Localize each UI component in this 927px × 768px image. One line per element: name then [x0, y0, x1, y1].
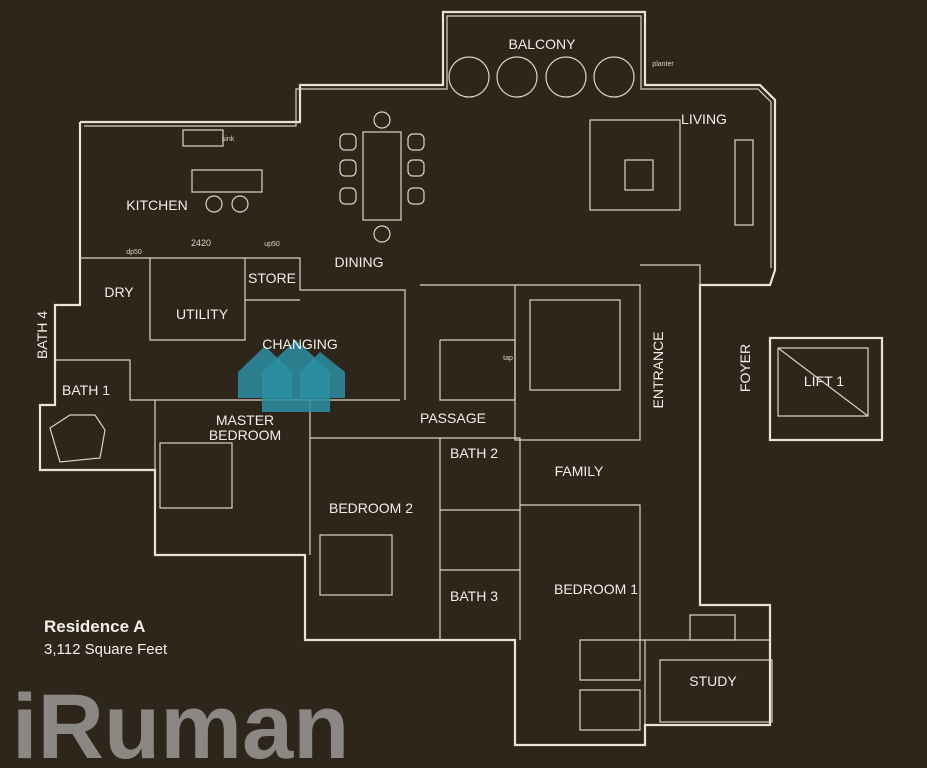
- room-passage: PASSAGE: [420, 410, 486, 426]
- outer-walls: [38, 10, 884, 747]
- room-family: FAMILY: [555, 463, 604, 479]
- dp50-label: dp50: [126, 249, 142, 256]
- room-dining: DINING: [335, 254, 384, 270]
- furniture: [49, 56, 773, 731]
- room-bath4: BATH 4: [34, 311, 50, 359]
- planter-label: planter: [652, 61, 674, 68]
- room-store: STORE: [248, 270, 296, 286]
- room-balcony: BALCONY: [509, 36, 577, 52]
- room-changing: CHANGING: [262, 336, 337, 352]
- room-kitchen: KITCHEN: [126, 197, 187, 213]
- room-master-bedroom-line1: MASTER: [216, 412, 274, 428]
- annotations: 2420 planter dp50 up50 sink tap: [126, 61, 674, 362]
- residence-caption: Residence A 3,112 Square Feet: [44, 617, 167, 658]
- room-entrance: ENTRANCE: [650, 331, 666, 408]
- room-living: LIVING: [681, 111, 727, 127]
- watermark-text: iRuman: [12, 676, 349, 768]
- dimension-label: 2420: [191, 238, 211, 248]
- room-bedroom2: BEDROOM 2: [329, 500, 413, 516]
- room-bath2: BATH 2: [450, 445, 498, 461]
- residence-title: Residence A: [44, 617, 146, 636]
- sink-label: sink: [222, 136, 235, 143]
- room-study: STUDY: [689, 673, 737, 689]
- room-foyer: FOYER: [737, 344, 753, 392]
- up50-label: up50: [264, 241, 280, 248]
- watermark-logo: [238, 340, 345, 412]
- room-dry: DRY: [104, 284, 134, 300]
- room-bedroom1: BEDROOM 1: [554, 581, 638, 597]
- room-labels: BALCONY LIVING KITCHEN DINING DRY UTILIT…: [34, 36, 844, 689]
- room-bath3: BATH 3: [450, 588, 498, 604]
- room-lift1: LIFT 1: [804, 373, 844, 389]
- tap-label: tap: [503, 355, 513, 362]
- residence-area: 3,112 Square Feet: [44, 641, 168, 658]
- room-bath1: BATH 1: [62, 382, 110, 398]
- room-master-bedroom-line2: BEDROOM: [209, 427, 281, 443]
- room-utility: UTILITY: [176, 306, 229, 322]
